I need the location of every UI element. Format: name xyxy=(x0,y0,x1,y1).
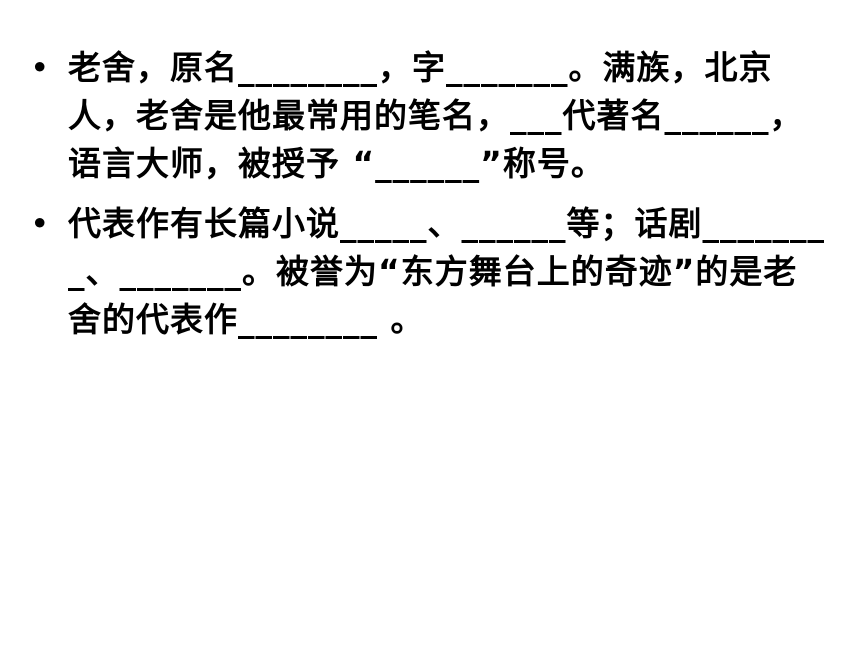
bullet-icon: • xyxy=(30,204,51,243)
bullet-list: • 老舍，原名________，字_______。满族，北京人，老舍是他最常用的… xyxy=(30,44,830,356)
bullet-text: 代表作有长篇小说_____、______等；话剧________、_______… xyxy=(68,204,825,339)
bullet-icon: • xyxy=(30,48,51,87)
bullet-item-lao-she-bio: • 老舍，原名________，字_______。满族，北京人，老舍是他最常用的… xyxy=(30,44,830,188)
bullet-item-representative-works: • 代表作有长篇小说_____、______等；话剧________、_____… xyxy=(30,200,830,344)
bullet-text: 老舍，原名________，字_______。满族，北京人，老舍是他最常用的笔名… xyxy=(68,48,804,183)
